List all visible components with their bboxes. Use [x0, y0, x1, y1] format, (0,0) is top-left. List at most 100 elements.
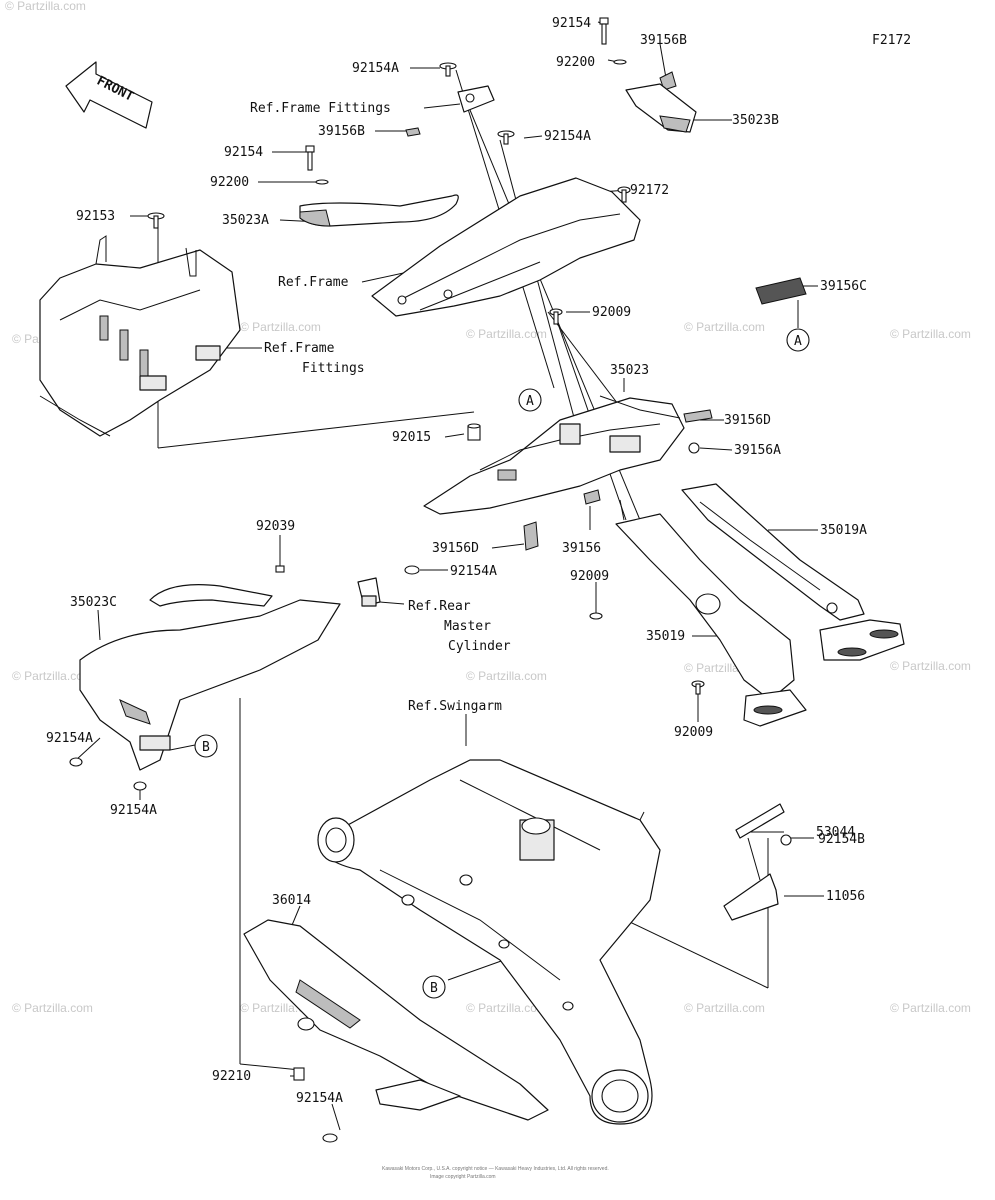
label-35019: 35019 [646, 629, 685, 644]
label-35023: 35023 [610, 363, 649, 378]
label-92154A: 92154A [296, 1091, 343, 1106]
sticker-39156D-low [523, 521, 539, 551]
label-39156B: 39156B [640, 33, 687, 48]
callout-b-low: B [422, 975, 446, 999]
label-35023B: 35023B [732, 113, 779, 128]
part-labels: 92154 39156B 92200 35023B 92154A Ref.Fra… [46, 16, 867, 1106]
callout-a-text: A [794, 334, 802, 349]
label-92154: 92154 [224, 145, 263, 160]
rear-frame [371, 177, 641, 317]
hose-53044 [735, 803, 785, 839]
label-92009: 92009 [592, 305, 631, 320]
bolt-92154B [780, 834, 792, 846]
watermark: © Partzilla.com [12, 669, 93, 683]
label-35023A: 35023A [222, 213, 269, 228]
label-39156D: 39156D [432, 541, 479, 556]
label-92154A: 92154A [110, 803, 157, 818]
bracket-35023B [625, 83, 697, 133]
frame-fittings-top-icon [457, 85, 495, 113]
watermark: © Partzilla.com [890, 327, 971, 341]
label-ref-rear-2: Master [444, 619, 491, 634]
copyright-line-2: Image copyright Partzilla.com [430, 1174, 496, 1180]
watermarks: © Partzilla.com © Partzilla.com © Partzi… [5, 0, 971, 1015]
callout-b-text: B [202, 740, 210, 755]
watermark: © Partzilla.com [684, 1001, 765, 1015]
watermark: © Partzilla.com [466, 1001, 547, 1015]
bracket-35019A [681, 483, 905, 661]
label-92154A: 92154A [450, 564, 497, 579]
copyright-line-1: Kawasaki Motors Corp., U.S.A. copyright … [382, 1166, 609, 1172]
label-92172: 92172 [630, 183, 669, 198]
clip-92210 [293, 1067, 305, 1081]
sticker-39156B-left [405, 127, 421, 137]
bolt-92154A-bottom [322, 1133, 338, 1143]
watermark: © Partzilla.com [890, 659, 971, 673]
label-92009: 92009 [674, 725, 713, 740]
label-ref-swingarm: Ref.Swingarm [408, 699, 502, 714]
label-92210: 92210 [212, 1069, 251, 1084]
sticker-39156C [755, 277, 807, 305]
label-92153: 92153 [76, 209, 115, 224]
label-35019A: 35019A [820, 523, 867, 538]
undertray-35023 [423, 395, 685, 515]
label-ref-frame-fittings: Ref.Frame Fittings [250, 101, 391, 116]
label-92039: 92039 [256, 519, 295, 534]
label-ref-rear-1: Ref.Rear [408, 599, 471, 614]
label-92154A: 92154A [352, 61, 399, 76]
label-92154A: 92154A [544, 129, 591, 144]
callout-a-right: A [786, 328, 810, 352]
bracket-35019 [615, 513, 807, 727]
watermark: © Partzilla.com [466, 327, 547, 341]
frame-fittings-left [39, 235, 241, 437]
label-39156D: 39156D [724, 413, 771, 428]
bolt-92154A-top [439, 62, 457, 77]
label-ref-rear-3: Cylinder [448, 639, 511, 654]
guard-11056 [723, 873, 779, 921]
label-92200: 92200 [210, 175, 249, 190]
bolt-92153 [147, 212, 165, 229]
chain-cover-36014 [243, 919, 549, 1121]
label-39156A: 39156A [734, 443, 781, 458]
watermark: © Partzilla.com [12, 1001, 93, 1015]
bolt-92009-low [691, 680, 705, 695]
rear-master-cylinder-bracket [357, 577, 381, 607]
watermark: © Partzilla.com [466, 669, 547, 683]
label-36014: 36014 [272, 893, 311, 908]
label-39156B: 39156B [318, 124, 365, 139]
label-ref-frame-fittings-1: Ref.Frame [264, 341, 335, 356]
bolt-92154A-mid [497, 130, 515, 145]
mudguard-35023C [79, 584, 341, 771]
washer-92200-left [315, 179, 329, 185]
watermark: © Partzilla.com [890, 1001, 971, 1015]
label-92154A: 92154A [46, 731, 93, 746]
label-92154: 92154 [552, 16, 591, 31]
front-arrow-icon: FRONT [65, 61, 153, 129]
bolt-92154-left [305, 145, 315, 171]
label-35023C: 35023C [70, 595, 117, 610]
callout-a-text: A [526, 394, 534, 409]
label-39156C: 39156C [820, 279, 867, 294]
watermark: © Partzilla.com [5, 0, 86, 13]
callout-a-mid: A [518, 388, 542, 412]
grommet-92015 [467, 423, 481, 441]
swingarm [317, 759, 661, 1125]
bolt-92154A-leftlow [69, 757, 83, 767]
label-53044: 53044 [816, 825, 855, 840]
bolt-92154-top [599, 17, 609, 45]
bolt-92009-top [549, 308, 563, 325]
cover-35023A [299, 194, 459, 227]
bolt-92154A-center [404, 565, 420, 575]
watermark: © Partzilla.com [684, 320, 765, 334]
bolt-92172 [617, 186, 631, 203]
label-39156: 39156 [562, 541, 601, 556]
label-ref-frame-fittings-2: Fittings [302, 361, 365, 376]
clip-39156A [688, 442, 700, 454]
callout-b-text: B [430, 981, 438, 996]
label-92015: 92015 [392, 430, 431, 445]
sticker-39156 [583, 489, 601, 505]
washer-92200-top [613, 59, 627, 65]
label-92154B: 92154B [818, 832, 865, 847]
label-92200: 92200 [556, 55, 595, 70]
diagram-id: F2172 [872, 33, 911, 48]
